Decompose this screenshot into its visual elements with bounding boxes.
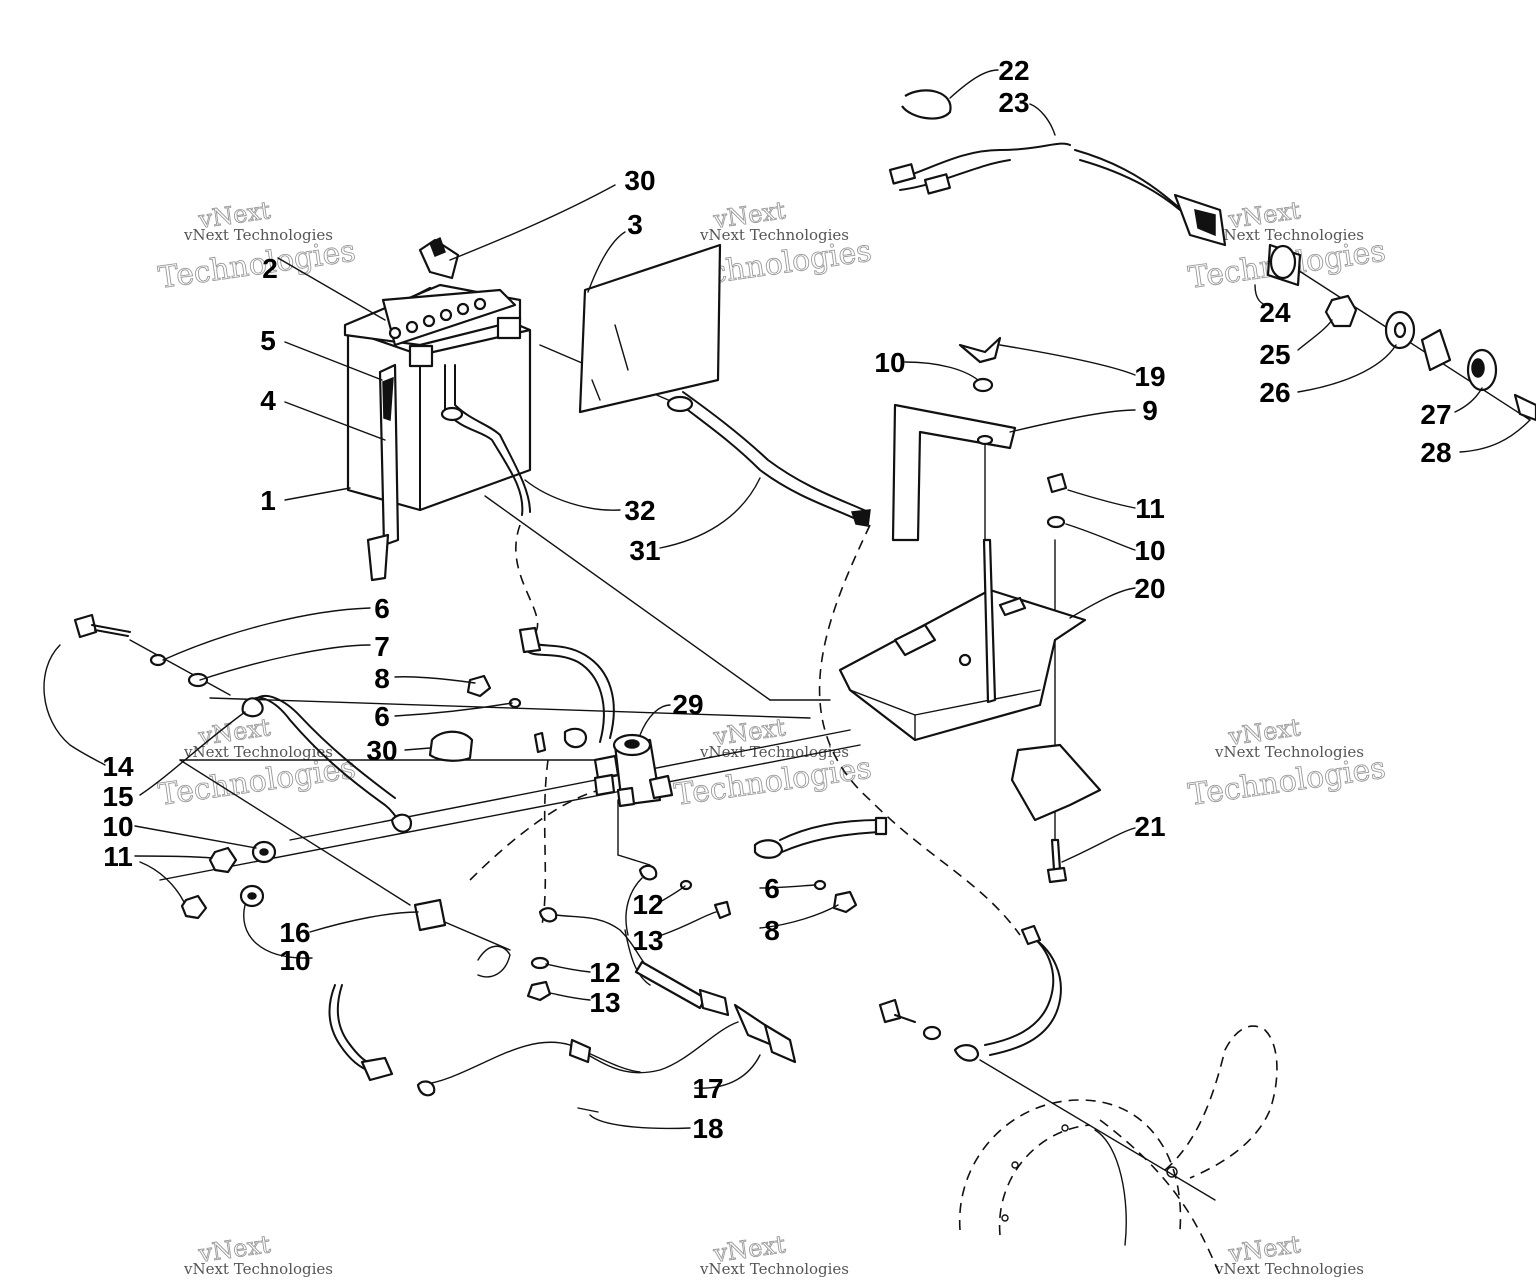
watermark-brand-line: vNext Technologies (699, 226, 849, 244)
watermark: vNext vNext Technologies Technologies (1186, 713, 1388, 814)
watermark-brand-line: vNext Technologies (183, 743, 333, 761)
tray-hardware (1046, 472, 1068, 884)
ground-cable (241, 695, 413, 833)
callout-6-top: 6 (374, 593, 390, 624)
callout-20: 20 (1134, 573, 1165, 604)
terminal-boot (428, 730, 474, 762)
callout-24: 24 (1259, 297, 1291, 328)
callout-29: 29 (672, 689, 703, 720)
watermark: vNext vNext Technologies (183, 1230, 333, 1278)
battery-pad (578, 243, 722, 414)
callout-23: 23 (998, 87, 1029, 118)
callout-19: 19 (1134, 361, 1165, 392)
callout-5: 5 (260, 325, 276, 356)
hold-down-bracket (891, 336, 1017, 542)
watermark: vNext vNext Technologies (1214, 1230, 1364, 1278)
callout-3: 3 (627, 209, 643, 240)
callout-4: 4 (260, 385, 276, 416)
watermark-brand-line: vNext Technologies (1214, 743, 1364, 761)
assembly-lines (129, 264, 1531, 1276)
leader-lines (43, 69, 1531, 1130)
callout-labels: 1 2 3 4 5 6 6 6 7 8 8 9 10 10 10 10 11 1… (102, 55, 1451, 1144)
battery-cables (440, 364, 871, 527)
sleeve-and-connectors (328, 898, 511, 1082)
watermark-brand-line: vNext Technologies (1214, 226, 1364, 244)
callout-10-left: 10 (102, 811, 133, 842)
callout-10-right: 10 (1134, 535, 1165, 566)
callout-6-right: 6 (764, 873, 780, 904)
wiring-harness (888, 89, 1227, 247)
bolt-and-washers (73, 613, 209, 688)
starter-solenoid (518, 626, 674, 808)
callout-13-bottom: 13 (589, 987, 620, 1018)
callout-22: 22 (998, 55, 1029, 86)
callout-2: 2 (262, 253, 278, 284)
callout-30-mid: 30 (366, 735, 397, 766)
center-small-hardware (466, 674, 547, 754)
engine-ground-cable (878, 924, 1062, 1062)
callout-26: 26 (1259, 377, 1290, 408)
callout-28: 28 (1420, 437, 1451, 468)
key-switch-assembly (1266, 243, 1536, 422)
callout-15: 15 (102, 781, 133, 812)
watermark-brand-line: vNext Technologies (183, 1260, 333, 1278)
callout-8-left: 8 (374, 663, 390, 694)
callout-21: 21 (1134, 811, 1165, 842)
watermark: vNext vNext Technologies Technologies (672, 713, 874, 814)
callout-25: 25 (1259, 339, 1290, 370)
terminal-cap (418, 236, 460, 280)
callout-10-top: 10 (874, 347, 905, 378)
watermark-brand-line: vNext Technologies (183, 226, 333, 244)
watermark-brand-line: vNext Technologies (1214, 1260, 1364, 1278)
callout-17: 17 (692, 1073, 723, 1104)
left-fasteners (180, 840, 277, 920)
callout-8-right: 8 (764, 915, 780, 946)
watermark: vNext vNext Technologies Technologies (156, 196, 358, 297)
callout-32: 32 (624, 495, 655, 526)
callout-12-top: 12 (632, 889, 663, 920)
battery-tray (838, 538, 1102, 822)
watermark-brand-line: vNext Technologies (699, 743, 849, 761)
callout-11-left: 11 (103, 841, 133, 872)
callout-9: 9 (1142, 395, 1158, 426)
watermark-brand-line: vNext Technologies (699, 1260, 849, 1278)
callout-31: 31 (629, 535, 660, 566)
wiring-leads (416, 864, 797, 1113)
watermark-group: vNext vNext Technologies Technologies vN… (156, 196, 1388, 1278)
watermark: vNext vNext Technologies (699, 1230, 849, 1278)
callout-7: 7 (374, 631, 390, 662)
callout-11-right: 11 (1135, 493, 1165, 524)
callout-27: 27 (1420, 399, 1451, 430)
callout-1: 1 (260, 485, 276, 516)
battery (343, 283, 532, 582)
callout-13-top: 13 (632, 925, 663, 956)
callout-10-bottom: 10 (279, 945, 310, 976)
watermark: vNext vNext Technologies Technologies (156, 713, 358, 814)
callout-12-bottom: 12 (589, 957, 620, 988)
callout-6-mid: 6 (374, 701, 390, 732)
starter-cable (753, 816, 888, 914)
callout-18: 18 (692, 1113, 723, 1144)
callout-30-top: 30 (624, 165, 655, 196)
callout-14: 14 (102, 751, 134, 782)
engine-housing (958, 1025, 1278, 1246)
callout-16: 16 (279, 917, 310, 948)
